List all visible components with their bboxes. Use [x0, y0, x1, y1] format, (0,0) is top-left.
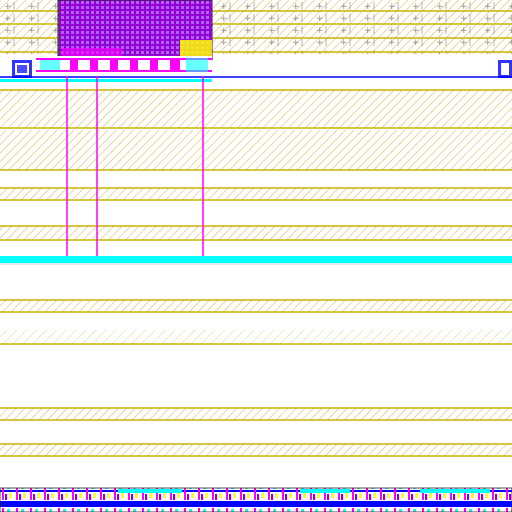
vertical-wires	[66, 76, 204, 256]
io-pin-left	[12, 60, 32, 78]
middle-cell-rows	[0, 89, 512, 241]
horizontal-bus	[0, 256, 512, 263]
bottom-macro-row	[0, 487, 512, 512]
cyan-rail-short	[0, 79, 212, 82]
macro-cell-strip	[36, 56, 212, 76]
lower-cell-rows	[0, 299, 512, 457]
io-pin-right	[498, 60, 512, 78]
routing-macro-block	[57, 0, 213, 61]
